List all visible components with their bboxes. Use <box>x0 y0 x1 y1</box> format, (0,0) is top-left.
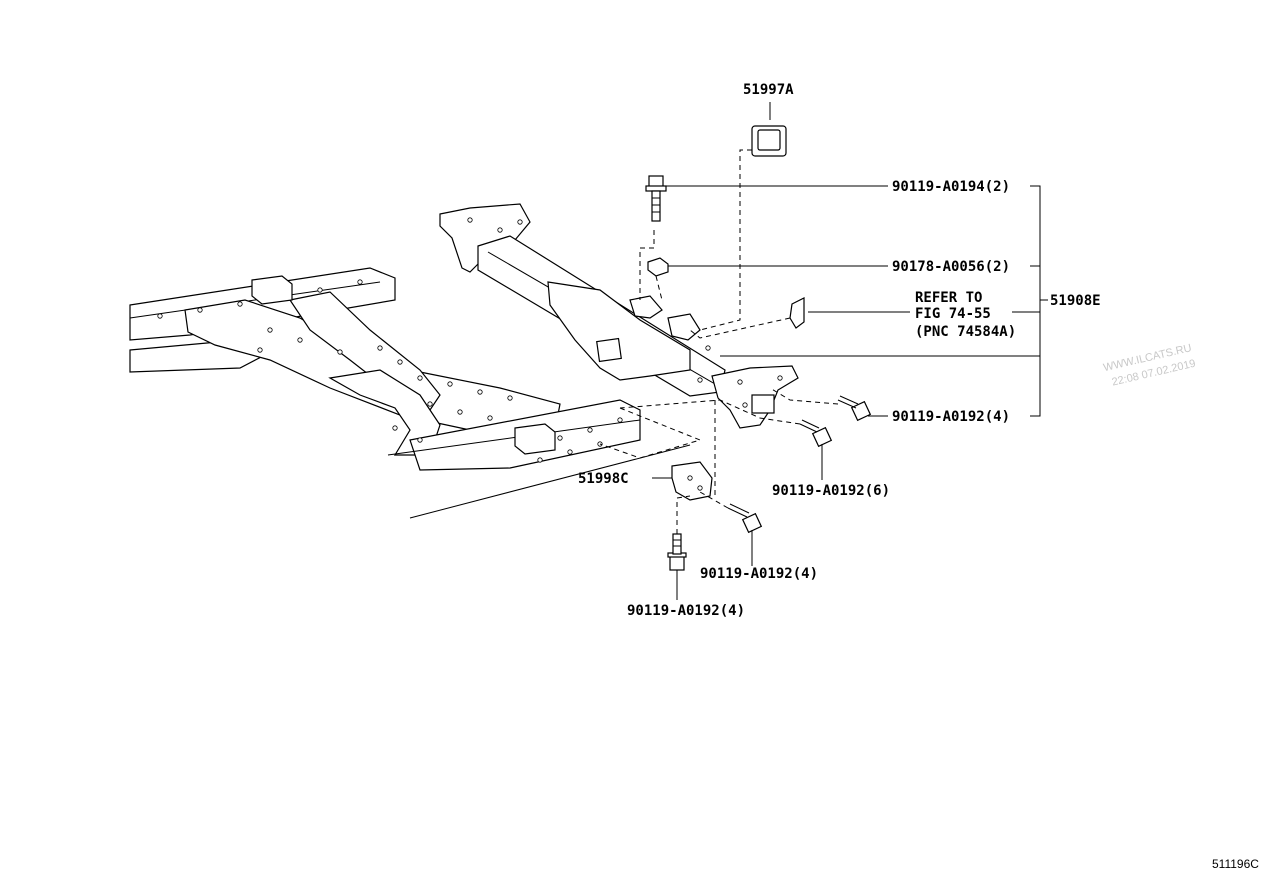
bolt-lower-left <box>667 533 687 571</box>
callout-bracket-51998c: 51998C <box>578 471 629 487</box>
clip-part <box>789 297 805 329</box>
callouts: 51997A 90119-A0194(2) 90178-A0056(2) REF… <box>578 82 1101 619</box>
pad-51997a <box>751 125 787 157</box>
figure-code: 511196C <box>1212 857 1259 871</box>
alignment-lines <box>599 149 839 534</box>
callout-bolt-right: 90119-A0192(4) <box>892 409 1010 425</box>
bracket-51998c <box>671 461 713 501</box>
callout-bolt-lower-left: 90119-A0192(4) <box>627 603 745 619</box>
callout-refer-line1: REFER TO <box>915 290 982 306</box>
nut <box>647 257 669 277</box>
vehicle-frame <box>129 267 691 519</box>
callout-assembly-51908e: 51908E <box>1050 293 1101 309</box>
bolt-right <box>837 395 872 422</box>
callout-refer-line3: (PNC 74584A) <box>915 324 1016 340</box>
bolt-top <box>645 175 667 222</box>
bolt-lower-right <box>727 503 763 534</box>
callout-51997a: 51997A <box>743 82 794 98</box>
bolt-mid <box>799 419 833 448</box>
callout-refer-line2: FIG 74-55 <box>915 306 991 322</box>
watermark: WWW.ILCATS.RU 22:08 07.02.2019 <box>1102 342 1197 388</box>
leader-lines <box>652 102 1048 600</box>
callout-bolt-lower-right: 90119-A0192(4) <box>700 566 818 582</box>
callout-bolt-top: 90119-A0194(2) <box>892 179 1010 195</box>
callout-bolt-mid: 90119-A0192(6) <box>772 483 890 499</box>
frame-holes <box>157 279 623 463</box>
crossmember-assembly <box>439 203 799 429</box>
callout-nut: 90178-A0056(2) <box>892 259 1010 275</box>
